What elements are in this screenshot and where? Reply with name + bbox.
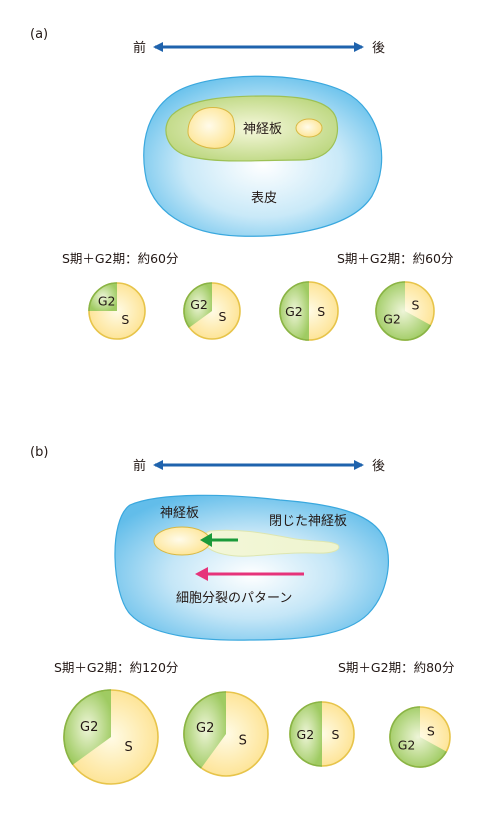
s-label: S: [412, 298, 420, 313]
g2-label: G2: [297, 727, 315, 742]
cell-b-1: G2S: [63, 689, 159, 785]
g2-label: G2: [285, 304, 303, 319]
embryo-a: [143, 75, 383, 237]
g2-outline: [279, 281, 310, 341]
cell-a-2: G2S: [183, 282, 241, 340]
yellow-region-right-a: [295, 118, 323, 138]
panel-a-label: (a): [30, 27, 48, 42]
g2-label: G2: [398, 738, 416, 753]
division-pattern-label-b: 細胞分裂のパターン: [176, 591, 292, 606]
neural-plate-label-b: 神経板: [160, 506, 199, 521]
front-label-b: 前: [133, 458, 146, 474]
g2-outline: [183, 282, 213, 328]
panel-b-label: (b): [30, 445, 48, 460]
g2-phase-slice: [280, 282, 309, 340]
s-label: S: [427, 723, 435, 738]
cell-a-3: G2 S: [279, 281, 339, 341]
cell-a-1: G2S: [88, 282, 146, 340]
cell-a-4: G2 S: [375, 281, 435, 341]
g2-outline: [389, 706, 447, 768]
g2-phase-slice: [89, 283, 117, 311]
g2-outline: [88, 282, 118, 312]
s-label: S: [239, 733, 247, 748]
closed-neural-plate-label-b: 閉じた神経板: [269, 514, 347, 529]
cell-b-3: G2 S: [289, 701, 355, 767]
caption-left-a: S期＋G2期：約60分: [62, 251, 178, 266]
g2-outline: [289, 701, 323, 767]
g2-phase-slice: [184, 283, 212, 328]
back-label-b: 後: [372, 459, 385, 474]
epidermis-shape-b: [114, 494, 389, 641]
g2-phase-slice: [376, 282, 431, 340]
back-label-a: 後: [372, 41, 385, 56]
pink-arrow-b: [195, 567, 304, 581]
s-label: S: [331, 727, 339, 742]
g2-outline: [375, 281, 432, 341]
cell-b-4: G2 S: [389, 706, 451, 768]
g2-phase-slice: [63, 690, 111, 765]
caption-left-b: S期＋G2期：約120分: [54, 660, 178, 675]
neural-plate-label-a: 神経板: [243, 122, 282, 137]
s-label: S: [317, 304, 325, 319]
cell-b-2: G2S: [183, 691, 269, 777]
g2-outline: [183, 691, 227, 769]
caption-right-b: S期＋G2期：約80分: [338, 660, 454, 675]
g2-phase-slice: [290, 702, 322, 766]
g2-label: G2: [190, 297, 208, 312]
g2-phase-slice: [390, 707, 447, 768]
green-arrow-b: [200, 533, 238, 547]
yellow-region-left-a: [187, 107, 236, 149]
embryo-b: [114, 494, 389, 641]
g2-label: G2: [383, 311, 401, 326]
s-label: S: [124, 740, 132, 755]
caption-right-a: S期＋G2期：約60分: [337, 251, 453, 266]
g2-outline: [63, 689, 112, 766]
s-label: S: [219, 309, 227, 324]
neural-plate-shape-b: [153, 526, 211, 556]
g2-label: G2: [196, 721, 214, 736]
g2-label: G2: [98, 293, 116, 308]
s-label: S: [121, 312, 129, 327]
g2-label: G2: [80, 720, 98, 735]
g2-phase-slice: [184, 692, 226, 768]
epidermis-label-a: 表皮: [251, 191, 277, 206]
front-label-a: 前: [133, 40, 146, 56]
